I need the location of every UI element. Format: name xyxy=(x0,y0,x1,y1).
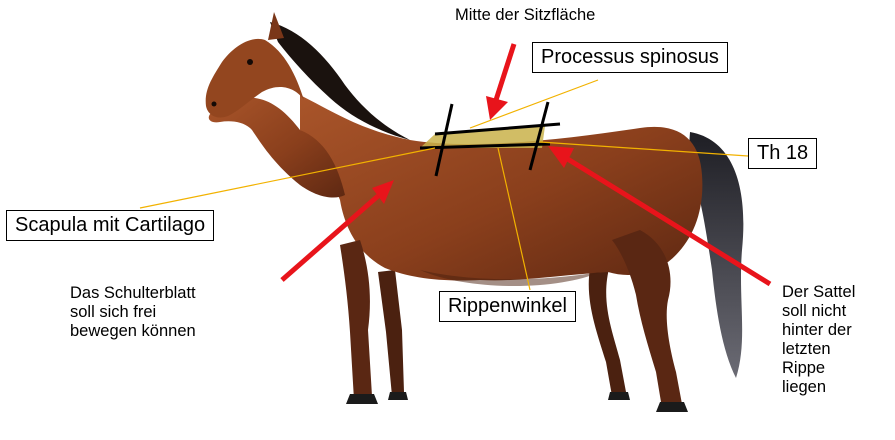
horse-ear xyxy=(268,12,284,40)
label-sattel-line: Der Sattel xyxy=(782,283,855,302)
label-rippenwinkel: Rippenwinkel xyxy=(439,291,576,322)
horse-leg-front-far xyxy=(378,270,404,396)
horse-hoof-hind-near xyxy=(656,402,688,412)
horse-leg-hind-far xyxy=(589,265,626,396)
label-mitte-der-sitzflaeche: Mitte der Sitzfläche xyxy=(455,6,595,25)
label-schulterblatt-line: Das Schulterblatt xyxy=(70,284,196,303)
label-th18: Th 18 xyxy=(748,138,817,169)
horse-hoof-front-near xyxy=(346,394,378,404)
label-processus-spinosus: Processus spinosus xyxy=(532,42,728,73)
label-schulterblatt-line: soll sich frei xyxy=(70,303,196,322)
label-schulterblatt: Das Schulterblatt soll sich frei bewegen… xyxy=(70,284,196,341)
label-sattel-line: Rippe xyxy=(782,359,855,378)
horse-nostril xyxy=(212,102,217,107)
label-schulterblatt-line: bewegen können xyxy=(70,322,196,341)
horse-leg-front-near xyxy=(340,240,372,400)
label-sattel: Der Sattel soll nicht hinter der letzten… xyxy=(782,283,855,397)
horse-hoof-front-far xyxy=(388,392,408,400)
label-scapula-mit-cartilago: Scapula mit Cartilago xyxy=(6,210,214,241)
horse-hoof-hind-far xyxy=(608,392,630,400)
horse-eye xyxy=(247,59,253,65)
arrow-mitte xyxy=(486,44,514,120)
label-sattel-line: soll nicht xyxy=(782,302,855,321)
label-sattel-line: liegen xyxy=(782,378,855,397)
label-sattel-line: hinter der xyxy=(782,321,855,340)
label-sattel-line: letzten xyxy=(782,340,855,359)
